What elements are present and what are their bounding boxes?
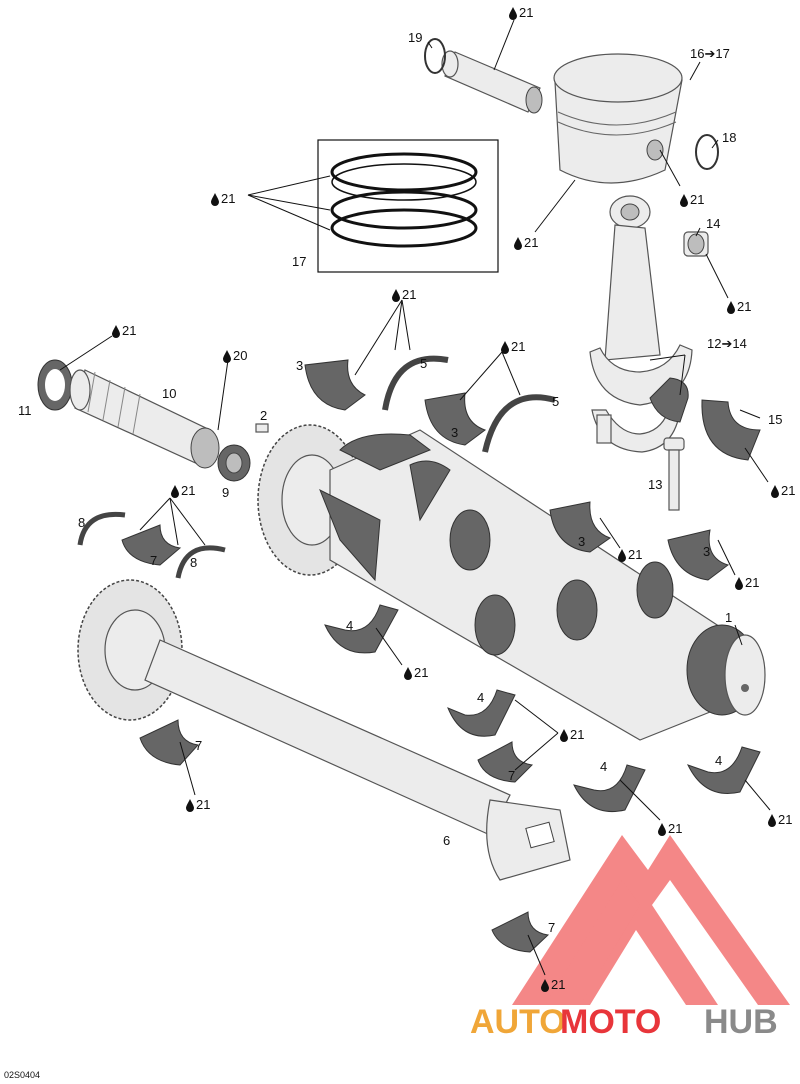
thrust-washer-8b <box>175 545 226 579</box>
lube-ref-6: 21 <box>402 287 416 302</box>
callout-15: 15 <box>768 412 782 427</box>
balance-bearing-7b <box>139 719 199 766</box>
watermark-auto: AUTO <box>470 1003 566 1041</box>
callout-10: 10 <box>162 386 176 401</box>
callout-3c: 3 <box>578 534 585 549</box>
lube-ref-14: 21 <box>745 575 759 590</box>
callout-3a: 3 <box>296 358 303 373</box>
thrust-washer-8a <box>77 511 126 546</box>
small-end-bushing <box>683 231 709 257</box>
main-bearing-4b <box>447 689 516 737</box>
conrod-bearing-15 <box>701 399 761 461</box>
callout-14: 14 <box>706 216 720 231</box>
lube-ref-13: 21 <box>628 547 642 562</box>
conrod-bolt <box>663 437 685 511</box>
callout-12-14: 12➔14 <box>707 336 747 351</box>
callout-5a: 5 <box>420 356 427 371</box>
callout-labels: 1 2 3 3 3 3 4 4 4 4 5 5 6 7 7 7 7 8 8 9 … <box>18 30 782 935</box>
main-bearing-4c <box>573 764 646 813</box>
lube-ref-16: 21 <box>570 727 584 742</box>
piston-pin <box>441 50 543 114</box>
lube-ref-19: 21 <box>778 812 792 827</box>
callout-2: 2 <box>260 408 267 423</box>
lube-ref-15: 21 <box>414 665 428 680</box>
callout-3b: 3 <box>451 425 458 440</box>
lube-ref-11: 21 <box>781 483 795 498</box>
main-bearing-4a <box>324 604 399 654</box>
callout-7a: 7 <box>150 553 157 568</box>
callout-13: 13 <box>648 477 662 492</box>
callout-8b: 8 <box>190 555 197 570</box>
piston <box>553 53 683 184</box>
lube-ref-1: 21 <box>519 5 533 20</box>
piston-ring-set-box <box>317 139 499 273</box>
thrust-washer-5b <box>482 394 556 453</box>
watermark-moto: MOTO <box>560 1003 661 1041</box>
circlip-19 <box>424 38 446 74</box>
lube-ref-8: 21 <box>511 339 525 354</box>
watermark-hub: HUB <box>704 1003 778 1041</box>
callout-4a: 4 <box>346 618 353 633</box>
lube-ref-18: 21 <box>668 821 682 836</box>
lube-ref-7: 21 <box>122 323 136 338</box>
thrust-washer-5a <box>382 355 449 411</box>
lube-ref-5: 21 <box>737 299 751 314</box>
callout-6: 6 <box>443 833 450 848</box>
leader-lines <box>59 19 771 976</box>
callout-7c: 7 <box>508 768 515 783</box>
callout-8a: 8 <box>78 515 85 530</box>
lube-ref-2: 21 <box>690 192 704 207</box>
balance-shaft <box>144 639 571 881</box>
callout-3d: 3 <box>703 544 710 559</box>
piston-rings <box>330 152 478 248</box>
callout-1: 1 <box>725 610 732 625</box>
lube-ref-3: 21 <box>524 235 538 250</box>
callout-9: 9 <box>222 485 229 500</box>
lube-ref-4: 21 <box>221 191 235 206</box>
callout-4d: 4 <box>715 753 722 768</box>
main-bearing-4d <box>687 746 761 794</box>
callout-4c: 4 <box>600 759 607 774</box>
gear-nut <box>217 444 251 482</box>
oil-seal <box>37 359 73 411</box>
connecting-rod <box>589 195 693 453</box>
callout-11: 11 <box>18 403 32 418</box>
balance-bearing-7a <box>121 524 182 566</box>
main-bearing-3b <box>424 392 487 446</box>
main-bearing-3d <box>667 529 730 581</box>
callout-7b: 7 <box>195 738 202 753</box>
callout-7d: 7 <box>548 920 555 935</box>
balance-bearing-7c <box>477 741 534 783</box>
callout-18: 18 <box>722 130 736 145</box>
lubricant-reference-labels: 21 21 21 21 21 21 21 21 20 21 21 21 21 2… <box>122 5 795 992</box>
watermark-logo <box>512 835 790 1005</box>
drawing-code: 02S0404 <box>4 1070 40 1080</box>
balance-bearing-7d <box>491 911 550 953</box>
lube-ref-20: 21 <box>551 977 565 992</box>
callout-19: 19 <box>408 30 422 45</box>
callout-4b: 4 <box>477 690 484 705</box>
main-bearing-3c <box>549 501 612 553</box>
callout-17: 17 <box>292 254 306 269</box>
conrod-bearing <box>649 377 689 423</box>
lube-ref-17: 21 <box>196 797 210 812</box>
callout-5b: 5 <box>552 394 559 409</box>
crankshaft <box>319 429 766 741</box>
callout-16-17: 16➔17 <box>690 46 730 61</box>
lube-ref-12: 21 <box>181 483 195 498</box>
drive-sleeve <box>69 369 220 469</box>
lube-ref-10: 20 <box>233 348 247 363</box>
main-bearing-3a <box>304 359 366 411</box>
woodruff-key <box>255 423 269 433</box>
circlip-18 <box>695 134 719 170</box>
